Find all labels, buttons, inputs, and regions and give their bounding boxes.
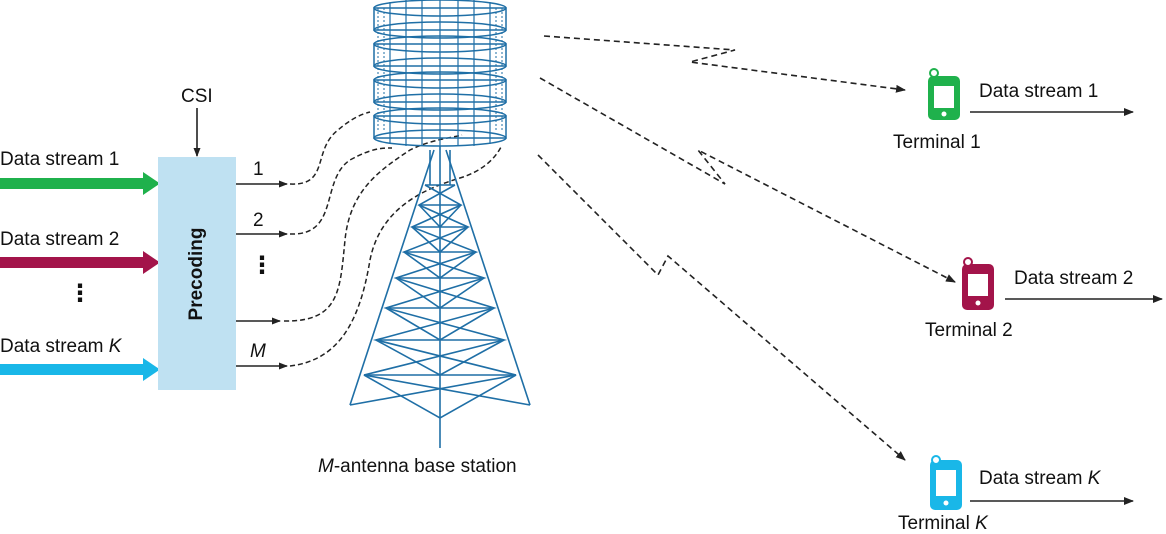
terminal-1-label: Terminal 1 (893, 132, 981, 153)
input-stream-1-label: Data stream 1 (0, 149, 120, 170)
csi-label: CSI (181, 86, 213, 107)
input-stream-k-label: Data stream K (0, 336, 122, 357)
input-arrow-2 (0, 251, 160, 274)
base-station-label: M-antenna base station (318, 456, 517, 477)
terminal-k-stream-label: Data stream K (979, 468, 1101, 489)
phone-icon-1 (928, 68, 960, 120)
port-label-2: 2 (253, 210, 264, 231)
precoding-block: Precoding (158, 157, 236, 390)
terminal-k-label: Terminal K (898, 513, 988, 534)
feeder-lines (283, 111, 503, 367)
phone-icon-k (930, 455, 962, 510)
input-stream-2-label: Data stream 2 (0, 229, 120, 250)
input-arrow-1 (0, 172, 160, 195)
port-label-m: M (250, 341, 266, 362)
precoding-label: Precoding (186, 227, 207, 320)
port-ellipsis: ⋮ (250, 252, 274, 279)
antenna-array (373, 0, 507, 147)
input-arrow-k (0, 358, 160, 381)
tower (349, 146, 531, 448)
port-label-1: 1 (253, 159, 264, 180)
phone-icon-2 (962, 257, 994, 310)
terminal-1-stream-label: Data stream 1 (979, 81, 1099, 102)
terminal-2-label: Terminal 2 (925, 320, 1013, 341)
input-ellipsis: ⋮ (68, 280, 92, 307)
terminal-2-stream-label: Data stream 2 (1014, 268, 1134, 289)
wireless-links (537, 35, 956, 461)
